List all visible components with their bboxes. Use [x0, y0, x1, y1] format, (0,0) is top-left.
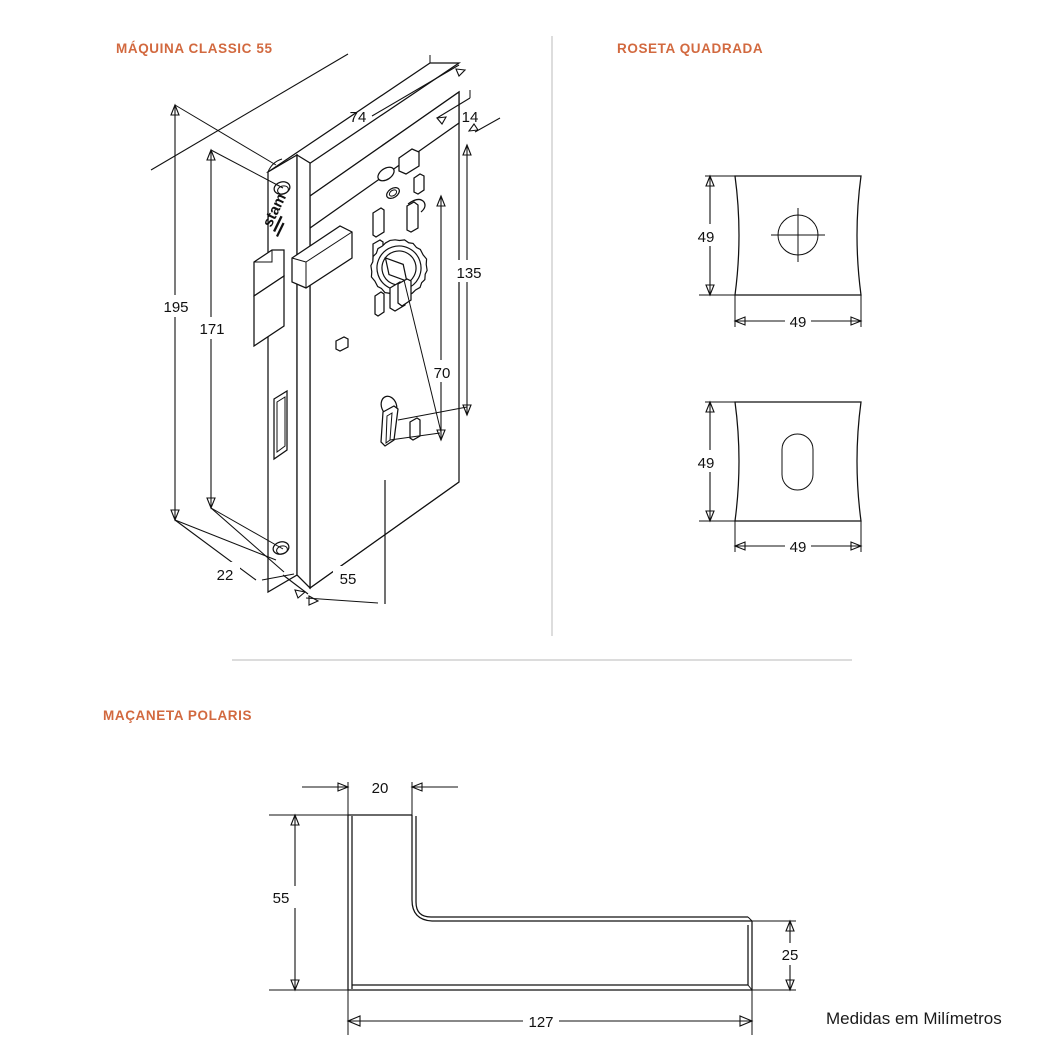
deadbolt-slot	[273, 389, 288, 461]
dim-rosette1-height: 49	[698, 229, 715, 246]
lock-faceplate: stam	[253, 153, 311, 594]
lock-case-body	[265, 62, 462, 590]
dim-195: 195	[163, 299, 188, 316]
dim-55: 55	[340, 571, 357, 588]
section-title-lock: MÁQUINA CLASSIC 55	[116, 41, 273, 56]
section-title-rosette: ROSETA QUADRADA	[617, 41, 764, 56]
dim-14: 14	[462, 109, 479, 126]
keyway-lever	[380, 395, 399, 447]
dim-20: 20	[372, 780, 389, 797]
lock-dimension-lines: 74 14 195 171	[150, 53, 501, 606]
rosette-oval-keyhole-view: 49 49	[694, 400, 863, 557]
units-note: Medidas em Milímetros	[826, 1009, 1002, 1028]
dim-22: 22	[217, 567, 234, 584]
rosette-round-hole-view: 49 49	[694, 174, 863, 332]
dim-rosette2-height: 49	[698, 455, 715, 472]
dim-70: 70	[434, 365, 451, 382]
dim-rosette2-width: 49	[790, 539, 807, 556]
horizontal-divider	[232, 659, 852, 661]
handle-dimension-lines: 20 55 25 127	[268, 776, 804, 1035]
spindle-hub	[370, 239, 428, 297]
dim-rosette1-width: 49	[790, 314, 807, 331]
lock-internal-mechanism	[291, 148, 428, 447]
dim-127: 127	[528, 1014, 553, 1031]
vertical-divider	[551, 36, 553, 636]
section-title-handle: MAÇANETA POLARIS	[103, 708, 253, 723]
dim-135: 135	[456, 265, 481, 282]
dim-171: 171	[199, 321, 224, 338]
dim-25: 25	[782, 947, 799, 964]
dim-55-handle: 55	[273, 890, 290, 907]
handle-drawing	[347, 814, 753, 991]
latch-bolt	[253, 249, 285, 348]
dim-74: 74	[350, 109, 367, 126]
